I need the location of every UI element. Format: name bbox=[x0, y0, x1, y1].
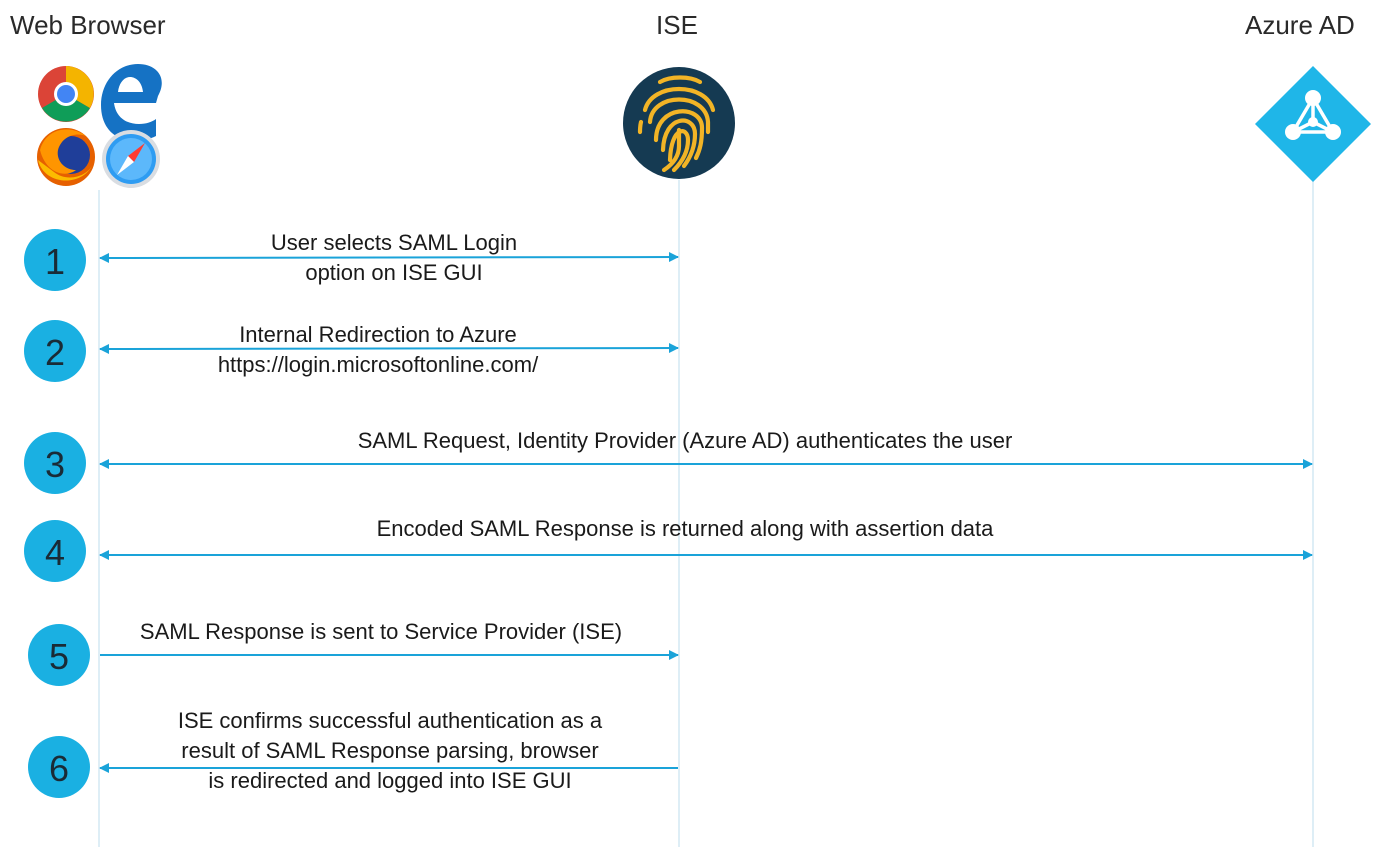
step-1-circle bbox=[24, 229, 86, 291]
step-5-label: SAML Response is sent to Service Provide… bbox=[106, 617, 656, 647]
step-1-number: 1 bbox=[45, 241, 65, 282]
step-1-label: User selects SAML Login option on ISE GU… bbox=[244, 228, 544, 288]
chrome-icon bbox=[38, 66, 94, 122]
step-5-number: 5 bbox=[49, 636, 69, 677]
step-2-circle bbox=[24, 320, 86, 382]
actor-title-azure-ad: Azure AD bbox=[1245, 10, 1355, 40]
fingerprint-icon bbox=[623, 67, 735, 179]
step-3-number: 3 bbox=[45, 444, 65, 485]
step-6-label: ISE confirms successful authentication a… bbox=[140, 706, 640, 796]
step-5-circle bbox=[28, 624, 90, 686]
step-3-label: SAML Request, Identity Provider (Azure A… bbox=[230, 426, 1140, 456]
step-6-circle bbox=[28, 736, 90, 798]
step-1-label-line-1: User selects SAML Login bbox=[270, 230, 518, 255]
step-3-circle bbox=[24, 432, 86, 494]
step-4-circle bbox=[24, 520, 86, 582]
step-2-label-line-2: https://login.microsoftonline.com/ bbox=[217, 352, 539, 377]
step-6-label-line-1: ISE confirms successful authentication a… bbox=[177, 708, 603, 733]
edge-icon bbox=[101, 64, 162, 141]
step-2-label-line-1: Internal Redirection to Azure bbox=[239, 322, 517, 347]
safari-icon bbox=[102, 130, 160, 188]
step-4-label: Encoded SAML Response is returned along … bbox=[230, 514, 1140, 544]
step-6-label-line-2: result of SAML Response parsing, browser bbox=[181, 738, 599, 763]
step-1-arrow bbox=[99, 252, 679, 263]
step-2-arrow bbox=[99, 343, 679, 354]
step-2-number: 2 bbox=[45, 332, 65, 373]
actor-title-web-browser: Web Browser bbox=[10, 10, 166, 40]
step-5-label-line-1: SAML Response is sent to Service Provide… bbox=[139, 619, 623, 644]
step-3-label-line-1: SAML Request, Identity Provider (Azure A… bbox=[357, 428, 1013, 453]
step-6-number: 6 bbox=[49, 748, 69, 789]
step-2-label: Internal Redirection to Azure https://lo… bbox=[178, 320, 578, 380]
step-4-label-line-1: Encoded SAML Response is returned along … bbox=[376, 516, 994, 541]
azure-ad-icon bbox=[1255, 66, 1371, 182]
step-1-label-line-2: option on ISE GUI bbox=[305, 260, 483, 285]
actor-title-ise: ISE bbox=[656, 10, 698, 40]
firefox-icon bbox=[37, 128, 95, 186]
step-4-number: 4 bbox=[45, 532, 65, 573]
step-6-label-line-3: is redirected and logged into ISE GUI bbox=[208, 768, 572, 793]
